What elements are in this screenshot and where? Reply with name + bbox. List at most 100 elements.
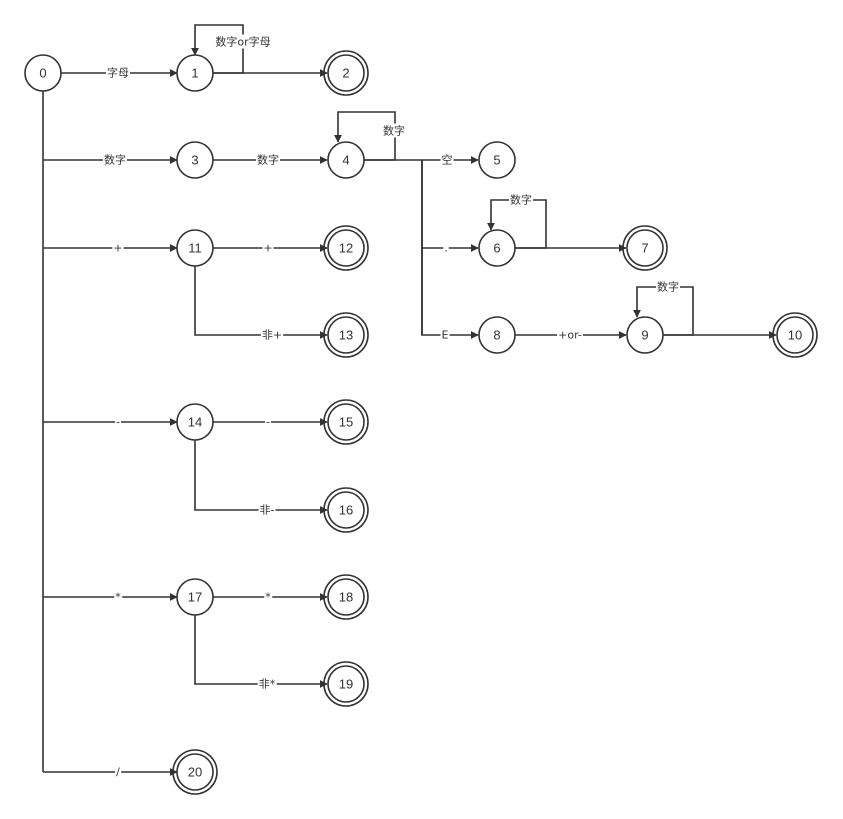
transition-label-background [214, 34, 272, 49]
transition-label-background [114, 590, 123, 604]
state-label: 12 [339, 241, 353, 256]
transition-label: 数字 [104, 153, 126, 167]
accepting-state-ring [323, 574, 369, 620]
transition-label-background [443, 241, 449, 255]
state-label: 9 [641, 328, 648, 343]
state-20-final-node: 20 [172, 749, 218, 795]
state-2-final-node: 2 [323, 50, 369, 96]
state-label: 11 [188, 241, 202, 256]
transition-label: - [116, 416, 120, 429]
transition-label-background [115, 765, 122, 779]
transition-label: 数字 [257, 153, 279, 167]
transition-4-to-6-arrow [421, 160, 479, 252]
state-10-final-node: 10 [772, 312, 818, 358]
transition-0-to-20-label-group: / [115, 765, 122, 779]
transition-label: +or- [558, 329, 582, 342]
transition-4-to-8-label-group: E [440, 328, 450, 342]
transition-label: - [266, 416, 270, 429]
state-13-final-node: 13 [323, 312, 369, 358]
state-4-node: 4 [327, 141, 365, 179]
state-label: 5 [493, 153, 500, 168]
state-label: 0 [39, 66, 46, 81]
transition-label-background [262, 241, 274, 255]
state-circle [176, 141, 214, 179]
transition-0-to-11-label-group: + [112, 241, 124, 255]
transition-14-to-16-arrow [194, 440, 328, 514]
state-circle [327, 491, 365, 529]
state-circle [176, 54, 214, 92]
accepting-state-ring [323, 312, 369, 358]
state-17-node: 17 [176, 578, 214, 616]
accepting-state-ring [323, 399, 369, 445]
state-label: 6 [493, 241, 500, 256]
transition-8-to-9-label-group: +or- [557, 328, 583, 342]
transition-3-to-4-label-group: 数字 [256, 152, 280, 167]
transition-label-background [115, 415, 122, 429]
state-circle [478, 229, 516, 267]
transition-4-to-5-label-group: 空 [440, 152, 454, 167]
accepting-state-ring [323, 487, 369, 533]
transition-label: * [265, 591, 271, 604]
transition-11-to-12-label-group: + [262, 241, 274, 255]
transition-label: 空 [442, 153, 453, 167]
state-label: 19 [339, 677, 353, 692]
transition-label-background [264, 590, 273, 604]
transition-label: . [444, 242, 448, 255]
transition-label-background [106, 65, 130, 80]
state-11-node: 11 [176, 229, 214, 267]
state-3-node: 3 [176, 141, 214, 179]
transition-17-to-19-arrow [194, 615, 328, 688]
state-14-node: 14 [176, 403, 214, 441]
transition-0-to-3-label-group: 数字 [103, 152, 127, 167]
state-label: 15 [339, 415, 353, 430]
state-circle [176, 229, 214, 267]
transition-label-background [257, 677, 277, 691]
transition-label: 非+ [262, 329, 282, 342]
state-circle [626, 229, 664, 267]
state-label: 2 [342, 66, 349, 81]
state-circle [327, 403, 365, 441]
state-label: 1 [191, 66, 198, 81]
state-1-node: 1 [176, 54, 214, 92]
state-label: 8 [493, 328, 500, 343]
state-0-node: 0 [24, 54, 62, 92]
state-circle [327, 665, 365, 703]
state-6-node: 6 [478, 229, 516, 267]
state-label: 4 [342, 153, 349, 168]
transition-4-to-8-arrow [421, 248, 479, 339]
state-18-final-node: 18 [323, 574, 369, 620]
accepting-state-ring [622, 225, 668, 271]
transition-label-background [103, 152, 127, 167]
transition-14-to-15-label-group: - [265, 415, 272, 429]
state-circle [327, 141, 365, 179]
transition-label-background [112, 241, 124, 255]
accepting-state-ring [323, 50, 369, 96]
state-circle [176, 403, 214, 441]
state-label: 20 [188, 765, 202, 780]
state-circle [176, 753, 214, 791]
transition-17-to-19-label-group: 非* [257, 677, 277, 691]
state-circle [327, 54, 365, 92]
transition-label: 非- [260, 504, 275, 517]
state-circle [478, 141, 516, 179]
transition-label-background [258, 503, 276, 517]
state-9-node: 9 [626, 316, 664, 354]
state-label: 16 [339, 503, 353, 518]
transition-1-to-1-label-group: 数字or字母 [214, 34, 272, 49]
state-19-final-node: 19 [323, 661, 369, 707]
state-5-node: 5 [478, 141, 516, 179]
state-label: 3 [191, 153, 198, 168]
state-circle [176, 578, 214, 616]
transition-label-background [440, 152, 454, 167]
transition-label: 数字 [657, 280, 679, 294]
transition-label: + [113, 242, 122, 255]
transition-4-to-6-label-group: . [443, 241, 449, 255]
transition-9-to-9-label-group: 数字 [656, 279, 680, 294]
transition-0-to-14-label-group: - [115, 415, 122, 429]
transition-label: 数字 [510, 193, 532, 207]
transition-label-background [656, 279, 680, 294]
transition-label-background [382, 123, 406, 138]
state-8-node: 8 [478, 316, 516, 354]
